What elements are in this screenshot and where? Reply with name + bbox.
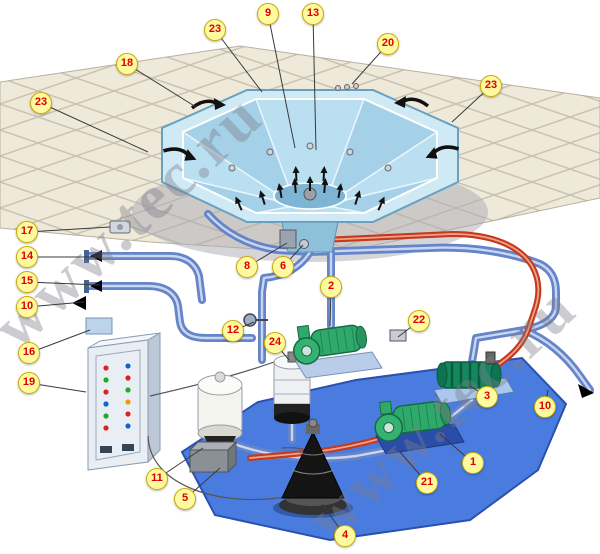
- cone-fountain: [273, 418, 353, 518]
- callout-10-left: 10: [16, 296, 38, 318]
- pump-3: [433, 351, 515, 405]
- callout-12: 12: [222, 320, 244, 342]
- dosing-unit: [85, 317, 113, 335]
- callout-6: 6: [272, 256, 294, 278]
- callout-23-a: 23: [204, 19, 226, 41]
- callout-18: 18: [116, 53, 138, 75]
- callout-23-c: 23: [30, 92, 52, 114]
- callout-19: 19: [18, 372, 40, 394]
- pump-2: [292, 324, 383, 379]
- callout-8: 8: [236, 256, 258, 278]
- callout-17: 17: [16, 221, 38, 243]
- callout-24: 24: [264, 332, 286, 354]
- heater-box: [188, 440, 238, 474]
- callout-14: 14: [16, 246, 38, 268]
- callout-10-right: 10: [534, 396, 556, 418]
- indicator-lights: [100, 363, 134, 453]
- drain-fitting: [279, 229, 297, 249]
- flow-arrow-icon: [90, 280, 102, 292]
- callout-16: 16: [18, 342, 40, 364]
- callout-5: 5: [174, 488, 196, 510]
- callout-15: 15: [16, 271, 38, 293]
- callout-2: 2: [320, 276, 342, 298]
- flow-arrow-icon: [578, 384, 594, 398]
- rim-top-jets: [335, 83, 359, 91]
- callout-13: 13: [302, 3, 324, 25]
- pool-funnel-panels: [181, 97, 439, 214]
- callout-22: 22: [408, 310, 430, 332]
- pool-rim-inner-edge: [182, 98, 438, 214]
- wall-jet-nozzles: [228, 142, 392, 172]
- callout-20: 20: [377, 33, 399, 55]
- pump-1: [374, 400, 465, 455]
- flow-arrows: [72, 250, 594, 398]
- pool-basin: [161, 83, 461, 253]
- flow-arrow-icon: [90, 250, 102, 262]
- callout-3: 3: [476, 386, 498, 408]
- callout-9: 9: [257, 3, 279, 25]
- callout-4: 4: [334, 525, 356, 547]
- callout-1: 1: [462, 452, 484, 474]
- pipe-flange: [84, 280, 89, 293]
- flow-arrow-icon: [72, 296, 86, 310]
- control-cabinet: [87, 332, 161, 471]
- callout-21: 21: [416, 472, 438, 494]
- riser-valve: [243, 313, 268, 327]
- callout-23-b: 23: [480, 75, 502, 97]
- pipe-fitting-box: [389, 329, 407, 342]
- callout-11: 11: [146, 468, 168, 490]
